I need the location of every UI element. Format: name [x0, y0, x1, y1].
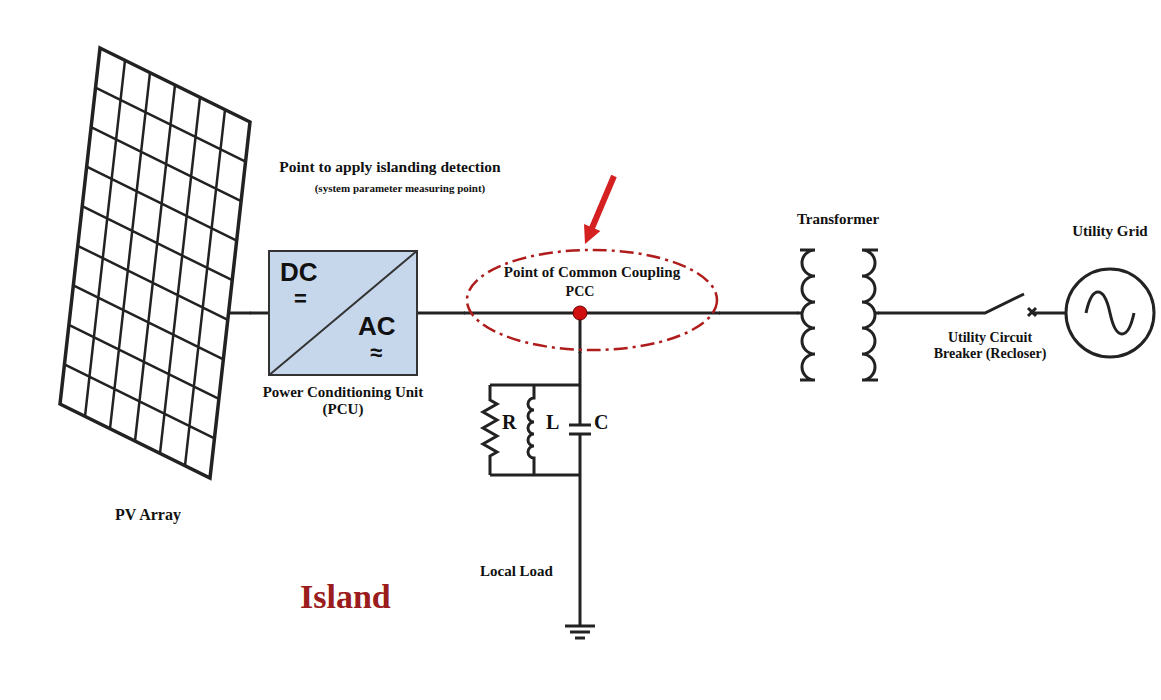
- capacitor-symbol: [569, 385, 591, 475]
- dc-label: DC: [280, 258, 340, 288]
- breaker-line: [878, 294, 1066, 316]
- wire: [418, 312, 465, 315]
- pcc-label: PCC: [560, 284, 600, 300]
- local-load: RLCLocal Load: [476, 385, 612, 475]
- pointer-arrow-shaft: [592, 176, 614, 228]
- region-title: Island: [300, 577, 450, 616]
- wire: [719, 312, 798, 315]
- pcc-dot: [573, 306, 587, 320]
- utility-grid: Utility Grid: [1066, 269, 1154, 357]
- transformer-primary: [797, 250, 815, 380]
- resistor-label: R: [502, 411, 524, 434]
- grid-source-symbol: [1066, 269, 1154, 357]
- diagonal-line: [268, 250, 418, 376]
- pcc-outline: [465, 248, 719, 352]
- capacitor-label: C: [594, 411, 616, 434]
- wire: [250, 312, 268, 315]
- dashed-ellipse: [6, 7, 766, 693]
- pv-lead: [229, 312, 252, 315]
- sine-wave: [1086, 292, 1134, 334]
- ground-symbol: [565, 475, 595, 638]
- component-label: Local Load: [480, 563, 590, 580]
- resistor-symbol: [483, 385, 497, 475]
- inductor-label: L: [546, 411, 568, 434]
- wire: [579, 352, 582, 385]
- pv-cell-grid: [60, 48, 250, 478]
- transformer-secondary: [862, 250, 879, 380]
- pcc-bus: [464, 313, 720, 353]
- transformer: Transformer: [798, 245, 878, 385]
- island-region: Island PV Array DC= AC≈ Power Conditioning U…: [4, 5, 768, 695]
- pv-panel-face: [60, 48, 250, 478]
- component-label: Transformer: [768, 211, 908, 228]
- breaker-label: Utility Circuit Breaker (Recloser): [928, 330, 1052, 362]
- ac-label: AC: [358, 312, 414, 342]
- pcc-region: Point of Common CouplingPCC: [465, 248, 719, 352]
- load-bus: [490, 385, 580, 475]
- pv-panel-frame: [60, 48, 250, 478]
- pv-panel: [60, 48, 250, 478]
- callout-note: (system parameter measuring point): [250, 182, 550, 195]
- component-label: Utility Grid: [1062, 223, 1158, 240]
- wiring: [229, 250, 1155, 638]
- inductor-symbol: [528, 385, 534, 475]
- component-label: Power Conditioning Unit (PCU): [248, 384, 438, 419]
- callout-text: Point to apply islanding detection: [240, 158, 540, 176]
- dc-symbol: =: [294, 286, 324, 311]
- region-label: Point of Common Coupling: [465, 264, 719, 281]
- pointer-arrow-head: [584, 224, 600, 244]
- converter-box: DC=AC≈Power Conditioning Unit (PCU): [268, 250, 418, 376]
- ac-symbol: ≈: [370, 340, 400, 365]
- component-label: PV Array: [115, 506, 225, 524]
- pv-array: PV Array: [60, 48, 250, 478]
